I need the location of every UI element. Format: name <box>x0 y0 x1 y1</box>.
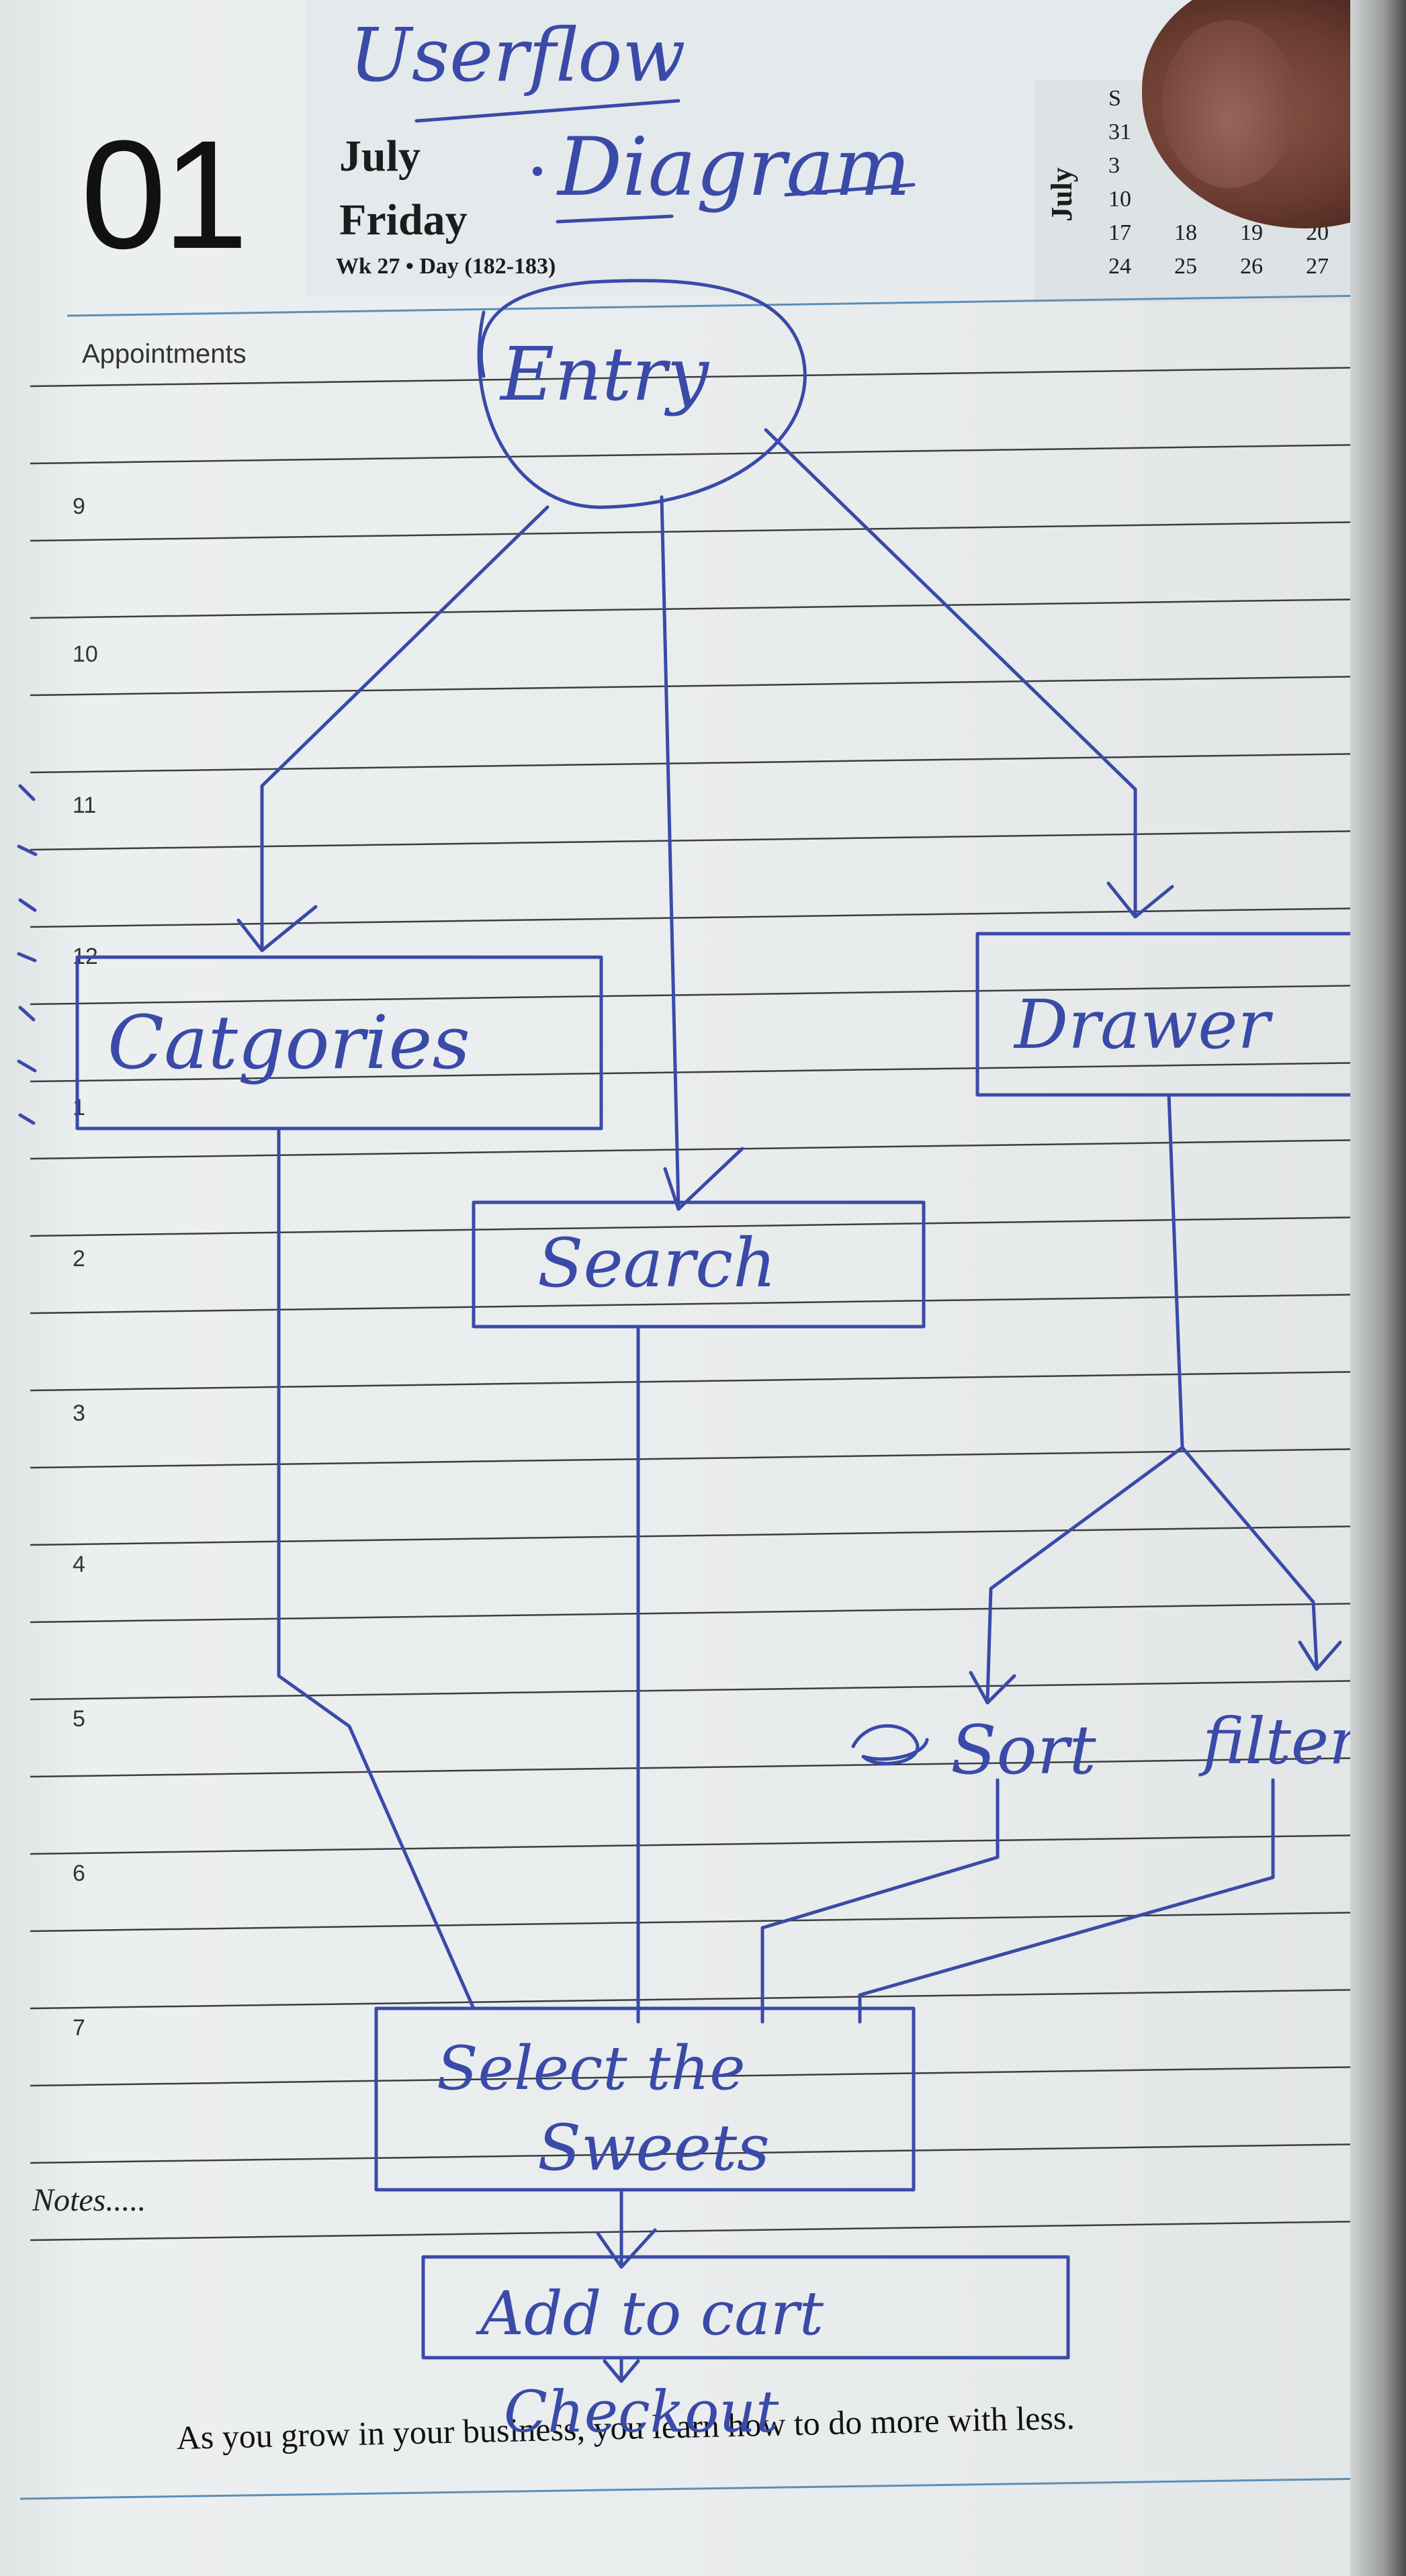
arrowhead-checkout <box>603 2359 640 2383</box>
ruled-line <box>30 675 1371 697</box>
mini-calendar-day: 10 <box>1108 187 1131 212</box>
notes-label: Notes..... <box>32 2182 146 2218</box>
mini-calendar-day: 3 <box>1108 153 1120 178</box>
ruled-line <box>30 443 1371 465</box>
ruled-line <box>30 2143 1371 2164</box>
edge-categories-select <box>277 1126 476 2010</box>
header-divider-line <box>67 294 1371 317</box>
ruled-line <box>30 2220 1371 2241</box>
select-sweets-label-1: Select the <box>437 2033 746 2104</box>
categories-node-shape <box>75 955 603 1130</box>
thumb-nail <box>1162 20 1297 188</box>
edge-sort-select <box>760 1778 1000 2024</box>
add-to-cart-node-shape <box>421 2255 1070 2360</box>
arrowhead-cart <box>596 2228 657 2269</box>
scribble-mark <box>851 1724 929 1765</box>
drawer-node-label: Drawer <box>1013 985 1273 1064</box>
add-to-cart-label: Add to cart <box>476 2278 824 2349</box>
categories-node-label: Catgories <box>107 1000 470 1085</box>
mini-calendar-day: 24 <box>1108 254 1131 279</box>
ruled-line <box>30 1370 1371 1392</box>
select-sweets-label-2: Sweets <box>537 2111 770 2185</box>
month-name: July <box>339 132 421 181</box>
ruled-line <box>30 984 1371 1006</box>
mini-calendar-day: 27 <box>1306 254 1329 279</box>
filter-node-label: filter <box>1198 1705 1363 1779</box>
ruled-line <box>30 1911 1371 1933</box>
entry-node-label: Entry <box>499 331 710 417</box>
day-number: 01 <box>81 108 249 281</box>
binding-edge <box>1350 0 1406 2576</box>
hour-label: 6 <box>73 1861 85 1886</box>
arrowhead-sort <box>969 1671 1016 1705</box>
hour-label: 4 <box>73 1552 85 1577</box>
title-underline-1 <box>414 99 680 123</box>
ruled-line <box>30 1293 1371 1315</box>
hour-label: 2 <box>73 1246 85 1272</box>
ruled-line <box>30 1679 1371 1701</box>
search-node-shape <box>472 1200 926 1329</box>
ruled-line <box>30 1602 1371 1624</box>
ruled-line <box>30 366 1371 388</box>
checkout-label: Checkout <box>504 2379 779 2446</box>
edge-drawer-filter <box>1180 1446 1319 1668</box>
title-line-2: Diagram <box>556 121 911 214</box>
hour-label: 9 <box>73 494 85 519</box>
hour-label: 10 <box>73 641 98 667</box>
edge-drawer-split <box>1167 1093 1184 1450</box>
ruled-line <box>30 1834 1371 1855</box>
arrowhead-drawer <box>1106 881 1174 919</box>
title-line-1: Userflow <box>349 12 686 98</box>
ruled-line <box>30 1757 1371 1778</box>
mini-calendar-day: 26 <box>1240 254 1263 279</box>
margin-ink-marks <box>17 784 38 1125</box>
mini-calendar-day: 19 <box>1240 220 1263 245</box>
hour-label: 5 <box>73 1706 85 1732</box>
search-node-label: Search <box>537 1224 777 1302</box>
edge-entry-categories <box>260 505 550 949</box>
sort-node-label: Sort <box>951 1711 1097 1789</box>
title-underline-2 <box>556 214 674 224</box>
ruled-line <box>30 1139 1371 1160</box>
select-sweets-node-shape <box>374 2006 916 2192</box>
edge-entry-search <box>660 495 680 1211</box>
ruled-line <box>30 1061 1371 1083</box>
entry-node-shape <box>477 279 807 509</box>
mini-calendar-day: 17 <box>1108 220 1131 245</box>
hour-label: 3 <box>73 1401 85 1426</box>
hour-label: 11 <box>73 793 97 818</box>
mini-calendar-header: S <box>1108 86 1121 111</box>
ruled-line <box>30 1448 1371 1469</box>
title-bullet <box>533 167 542 176</box>
week-info: Wk 27 • Day (182-183) <box>336 254 556 279</box>
arrowhead-categories <box>236 905 318 952</box>
footer-divider-line <box>19 2477 1371 2500</box>
edge-filter-select <box>858 1778 1275 2024</box>
edge-entry-drawer <box>764 428 1137 916</box>
ruled-line <box>30 752 1371 774</box>
title-underline-3 <box>784 183 916 197</box>
arrowhead-filter <box>1298 1640 1342 1671</box>
edge-drawer-sort <box>985 1446 1184 1701</box>
ruled-line <box>30 830 1371 851</box>
hour-label: 7 <box>73 2015 85 2041</box>
ruled-line <box>30 907 1371 928</box>
ruled-line <box>30 521 1371 542</box>
ruled-line <box>30 1525 1371 1546</box>
ruled-line <box>30 598 1371 619</box>
mini-calendar-day: 25 <box>1174 254 1197 279</box>
ruled-line <box>30 1216 1371 1237</box>
appointments-label: Appointments <box>82 339 247 369</box>
weekday-name: Friday <box>339 195 468 245</box>
mini-calendar-day: 31 <box>1108 120 1131 144</box>
ruled-line <box>30 2066 1371 2087</box>
mini-calendar-day: 18 <box>1174 220 1197 245</box>
ruled-line <box>30 1988 1371 2010</box>
arrowhead-search <box>663 1147 744 1211</box>
